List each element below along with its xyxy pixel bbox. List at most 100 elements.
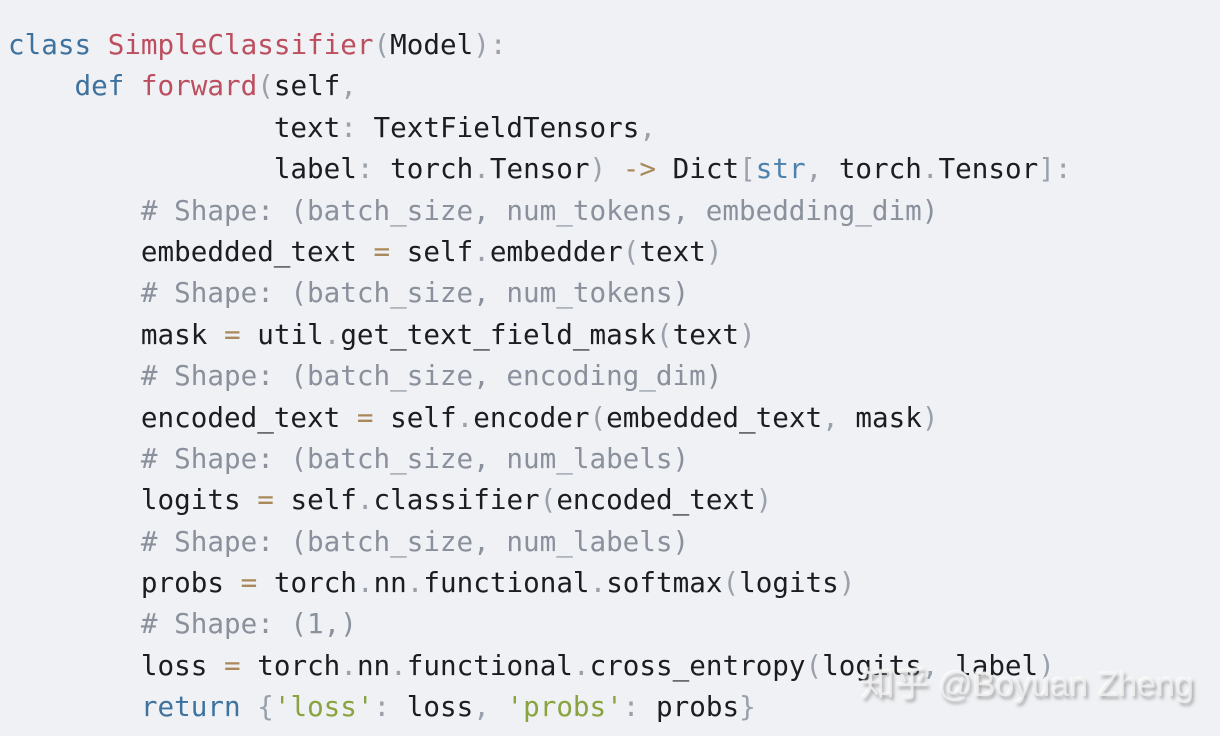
- code-token-plain: label: [273, 152, 357, 186]
- code-token-string: 'loss': [273, 690, 374, 724]
- code-token-plain: [8, 607, 141, 640]
- code-token-plain: encoded_text: [140, 400, 341, 434]
- code-token-op: =: [356, 400, 374, 434]
- code-line: # Shape: (batch_size, num_tokens, embedd…: [8, 190, 1220, 231]
- code-line: # Shape: (1,): [8, 603, 1220, 644]
- code-token-plain: embedded_text: [606, 400, 823, 434]
- code-token-plain: [340, 401, 357, 434]
- code-token-punc: ,: [822, 400, 839, 434]
- code-token-plain: [8, 566, 141, 599]
- code-token-plain: functional: [406, 648, 573, 682]
- code-token-plain: probs: [656, 690, 740, 724]
- code-token-plain: mask: [140, 317, 208, 351]
- code-token-plain: label: [955, 648, 1039, 682]
- code-token-plain: torch: [257, 648, 341, 682]
- code-token-plain: [241, 649, 258, 682]
- code-token-plain: nn: [356, 648, 391, 682]
- code-token-plain: [839, 401, 856, 434]
- code-token-comment: # Shape: (batch_size, num_labels): [140, 524, 690, 558]
- code-token-comment: # Shape: (batch_size, num_tokens): [140, 276, 690, 310]
- code-token-plain: util: [257, 317, 324, 351]
- code-token-keyword: class: [8, 28, 92, 61]
- code-line: embedded_text = self.embedder(text): [8, 231, 1220, 272]
- code-token-plain: text: [672, 317, 740, 351]
- code-token-plain: [390, 690, 407, 723]
- code-token-punc: .: [572, 648, 590, 682]
- code-token-plain: embedded_text: [140, 234, 357, 268]
- code-token-punc: ):: [473, 28, 507, 61]
- code-token-plain: [8, 276, 141, 309]
- code-token-punc: (: [622, 234, 640, 268]
- code-token-punc: ): [921, 400, 939, 434]
- code-token-punc: .: [390, 648, 407, 682]
- code-token-punc: .: [356, 566, 374, 600]
- code-token-plain: self: [390, 400, 457, 434]
- code-token-punc: (: [539, 483, 557, 517]
- code-token-punc: ): [1038, 648, 1055, 682]
- code-token-plain: [8, 525, 141, 558]
- code-token-plain: [8, 152, 274, 185]
- code-token-plain: [8, 359, 141, 392]
- code-token-plain: get_text_field_mask: [340, 317, 656, 351]
- code-line: # Shape: (batch_size, num_tokens): [8, 272, 1220, 313]
- code-line: text: TextFieldTensors,: [8, 107, 1220, 148]
- code-token-punc: (: [589, 400, 607, 434]
- code-token-plain: [8, 235, 141, 268]
- code-token-punc: :: [373, 690, 391, 724]
- code-token-punc: ): [705, 234, 723, 268]
- code-token-plain: [374, 152, 391, 185]
- code-token-plain: Dict: [672, 152, 740, 186]
- code-token-plain: text: [639, 234, 706, 268]
- code-token-punc: ,: [340, 69, 357, 103]
- code-token-plain: [390, 235, 407, 268]
- code-token-plain: TextFieldTensors: [373, 110, 640, 144]
- code-token-plain: loss: [406, 690, 474, 724]
- code-token-plain: logits: [822, 648, 922, 682]
- code-token-plain: [8, 111, 274, 144]
- code-token-op: =: [223, 648, 241, 682]
- code-token-punc: :: [622, 690, 640, 724]
- code-token-type: str: [755, 152, 806, 186]
- code-token-punc: ]:: [1038, 152, 1072, 186]
- code-token-plain: logits: [140, 483, 241, 517]
- code-token-punc: ): [739, 317, 756, 351]
- code-token-punc: ,: [921, 648, 939, 682]
- code-token-punc: }: [739, 690, 756, 724]
- code-token-plain: torch: [273, 566, 357, 600]
- code-line: # Shape: (batch_size, num_labels): [8, 438, 1220, 479]
- code-line: probs = torch.nn.functional.softmax(logi…: [8, 562, 1220, 603]
- code-token-plain: [8, 690, 141, 723]
- code-token-plain: [490, 690, 507, 723]
- code-token-plain: [822, 152, 839, 185]
- code-token-plain: [224, 566, 241, 599]
- code-token-plain: torch: [390, 152, 474, 186]
- code-token-plain: [124, 69, 141, 102]
- code-token-punc: .: [406, 566, 424, 600]
- code-token-plain: [8, 649, 141, 682]
- code-token-punc: (: [655, 317, 673, 351]
- code-token-plain: logits: [739, 566, 839, 600]
- code-token-punc: (: [373, 28, 391, 61]
- code-token-plain: [357, 111, 374, 144]
- code-token-plain: torch: [838, 152, 922, 186]
- code-token-punc: .: [589, 566, 607, 600]
- code-line: return {'loss': loss, 'probs': probs}: [8, 686, 1220, 727]
- code-token-string: 'probs': [506, 690, 623, 724]
- code-token-punc: .: [473, 234, 490, 268]
- code-token-keyword: return: [140, 690, 241, 724]
- code-token-keyword: def: [74, 69, 125, 103]
- code-token-punc: .: [323, 317, 341, 351]
- code-line: # Shape: (batch_size, encoding_dim): [8, 355, 1220, 396]
- code-token-plain: [207, 318, 224, 351]
- code-line: class SimpleClassifier(Model):: [8, 24, 1220, 65]
- code-token-plain: [241, 483, 258, 516]
- code-token-plain: self: [290, 483, 357, 517]
- code-token-op: ->: [622, 152, 657, 186]
- code-token-punc: ,: [639, 110, 656, 144]
- code-token-op: =: [223, 317, 241, 351]
- code-token-plain: loss: [140, 648, 208, 682]
- code-token-plain: encoder: [473, 400, 590, 434]
- code-token-comment: # Shape: (batch_size, num_labels): [140, 441, 690, 475]
- code-token-name: forward: [140, 69, 258, 103]
